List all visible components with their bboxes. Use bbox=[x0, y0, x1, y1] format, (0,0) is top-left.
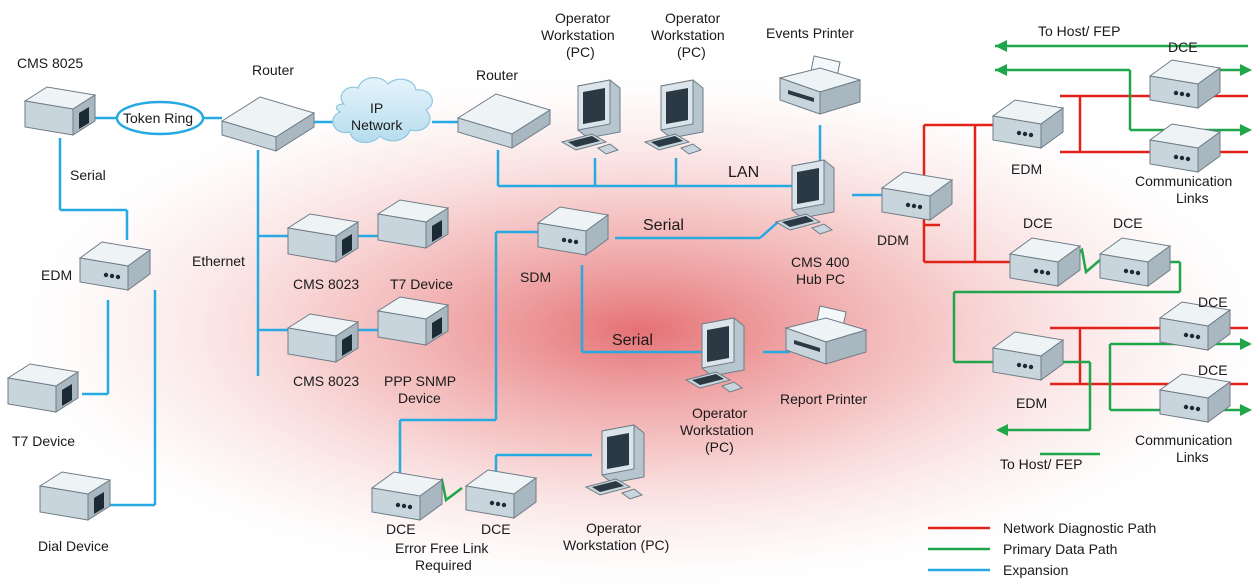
label-to-host-top: To Host/ FEP bbox=[1038, 23, 1120, 39]
label-to-host-bottom: To Host/ FEP bbox=[1000, 456, 1082, 472]
legend-label-expansion: Expansion bbox=[1003, 562, 1068, 578]
t7-device-mid-icon bbox=[377, 199, 449, 249]
labels: CMS 8025 Token Ring Router IP Network Ro… bbox=[12, 10, 1232, 573]
dce-top-right-icon bbox=[1149, 59, 1221, 109]
label-t7-device-mid: T7 Device bbox=[390, 276, 453, 292]
label-dce-bl-2: DCE bbox=[481, 521, 511, 537]
label-comm-links-top-2: Links bbox=[1176, 190, 1209, 206]
label-dce-top: DCE bbox=[1168, 39, 1198, 55]
token-ring-icon bbox=[115, 100, 205, 136]
label-dce-mid-1: DCE bbox=[1023, 215, 1053, 231]
cms8023-b-icon bbox=[287, 313, 359, 363]
label-op-ws1-3: (PC) bbox=[566, 44, 595, 60]
label-op-ws1-2: Workstation bbox=[541, 27, 615, 43]
label-edm-bottom: EDM bbox=[1016, 395, 1047, 411]
label-op-ws3-1: Operator bbox=[692, 405, 748, 421]
label-ppp-snmp-2: Device bbox=[398, 390, 441, 406]
label-op-ws1-1: Operator bbox=[555, 10, 611, 26]
ip-network-cloud-icon bbox=[332, 77, 433, 143]
label-op-ws2-2: Workstation bbox=[651, 27, 725, 43]
label-lan: LAN bbox=[728, 164, 759, 181]
label-ip-network-2: Network bbox=[351, 117, 403, 133]
label-dce-r1: DCE bbox=[1198, 294, 1228, 310]
label-serial-left: Serial bbox=[70, 167, 106, 183]
label-edm-left: EDM bbox=[41, 267, 72, 283]
cms8025-device-icon bbox=[24, 86, 96, 136]
label-cms400-2: Hub PC bbox=[796, 271, 845, 287]
label-op-ws3-2: Workstation bbox=[680, 422, 754, 438]
label-comm-links-top-1: Communication bbox=[1135, 173, 1232, 189]
label-cms400-1: CMS 400 bbox=[791, 254, 850, 270]
t7-device-left-icon bbox=[7, 363, 79, 413]
label-error-free-1: Error Free Link bbox=[395, 540, 489, 556]
label-op-ws2-3: (PC) bbox=[677, 44, 706, 60]
label-op-ws3-3: (PC) bbox=[705, 439, 734, 455]
label-dce-bl-1: DCE bbox=[386, 521, 416, 537]
label-op-ws4-1: Operator bbox=[586, 520, 642, 536]
dial-device-icon bbox=[39, 471, 111, 521]
legend-label-diagnostic: Network Diagnostic Path bbox=[1003, 520, 1156, 536]
cms8023-a-icon bbox=[287, 213, 359, 263]
label-cms8023-b: CMS 8023 bbox=[293, 373, 359, 389]
label-edm-top: EDM bbox=[1011, 161, 1042, 177]
label-error-free-2: Required bbox=[415, 557, 472, 573]
label-comm-links-bot-1: Communication bbox=[1135, 432, 1232, 448]
ppp-snmp-device-icon bbox=[377, 296, 449, 346]
label-ppp-snmp-1: PPP SNMP bbox=[384, 373, 456, 389]
label-serial-lower: Serial bbox=[612, 332, 653, 349]
label-serial-sdm: Serial bbox=[643, 217, 684, 234]
label-op-ws2-1: Operator bbox=[665, 10, 721, 26]
label-op-ws4-2: Workstation (PC) bbox=[563, 537, 669, 553]
label-comm-links-bot-2: Links bbox=[1176, 449, 1209, 465]
background-glow bbox=[0, 60, 1253, 584]
label-token-ring: Token Ring bbox=[123, 110, 193, 126]
label-ddm: DDM bbox=[877, 232, 909, 248]
legend-label-primary: Primary Data Path bbox=[1003, 541, 1117, 557]
label-ip-network-1: IP bbox=[370, 100, 383, 116]
label-dial-device: Dial Device bbox=[38, 538, 109, 554]
label-dce-r2: DCE bbox=[1198, 362, 1228, 378]
label-t7-device-left: T7 Device bbox=[12, 433, 75, 449]
label-events-printer: Events Printer bbox=[766, 25, 854, 41]
legend: Network Diagnostic Path Primary Data Pat… bbox=[928, 520, 1156, 578]
label-router-mid: Router bbox=[476, 67, 518, 83]
label-report-printer: Report Printer bbox=[780, 391, 867, 407]
label-sdm: SDM bbox=[520, 269, 551, 285]
label-ethernet: Ethernet bbox=[192, 253, 245, 269]
label-dce-mid-2: DCE bbox=[1113, 215, 1143, 231]
label-cms8023-a: CMS 8023 bbox=[293, 276, 359, 292]
label-cms8025: CMS 8025 bbox=[17, 55, 83, 71]
expansion-lines bbox=[58, 116, 885, 507]
label-router-left: Router bbox=[252, 62, 294, 78]
